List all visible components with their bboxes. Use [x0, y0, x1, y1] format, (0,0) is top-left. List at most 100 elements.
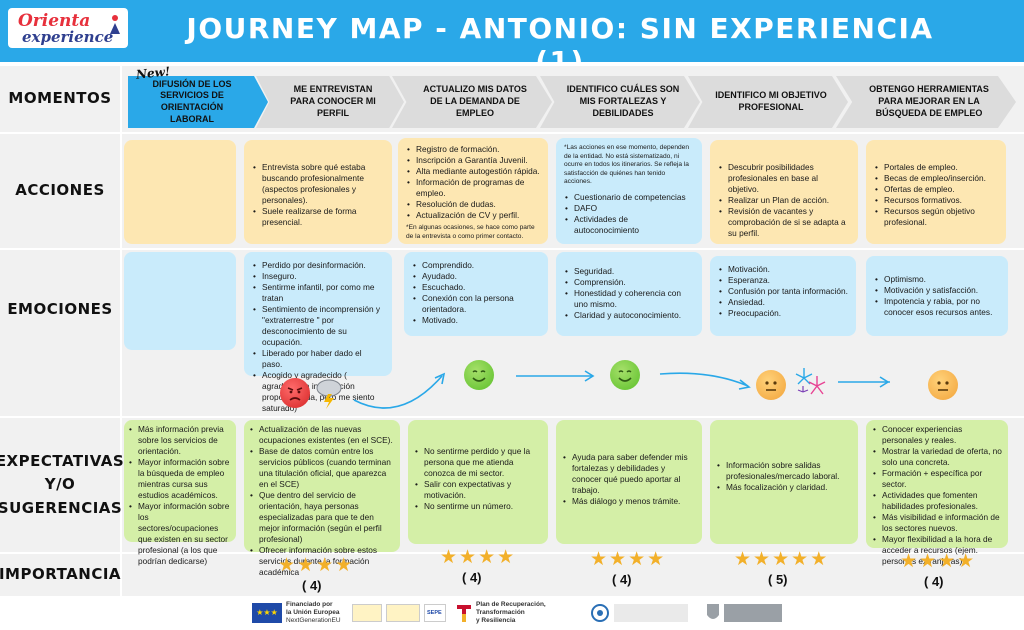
logo-text-top: Orienta	[18, 11, 91, 31]
importancia-score-6: ( 4)	[924, 574, 944, 589]
arrow-head-icon	[738, 379, 751, 390]
acciones-list-4: Cuestionario de competencias DAFO Activi…	[564, 192, 694, 236]
star-icon: ★	[590, 549, 610, 570]
fireworks-icon	[795, 368, 826, 395]
list-item: Cuestionario de competencias	[564, 192, 694, 203]
prtr-text-3: y Resiliencia	[476, 616, 516, 624]
expectativas-list-2: Actualización de las nuevas ocupaciones …	[249, 424, 394, 578]
list-item: Impotencia y rabia, por no conocer esos …	[874, 296, 1000, 318]
list-item: Revisión de vacantes y comprobación de s…	[718, 206, 850, 239]
list-item: Inseguro.	[252, 271, 384, 282]
star-icon: ★	[478, 547, 498, 568]
eu-flag-icon: ★★★	[252, 603, 282, 623]
list-item: Motivado.	[412, 315, 540, 326]
list-item: Seguridad.	[564, 266, 694, 277]
list-item: Mayor información sobre la búsqueda de e…	[128, 457, 231, 501]
list-item: Esperanza.	[718, 275, 848, 286]
star-icon: ★	[791, 549, 811, 570]
expectativas-card-6: Conocer experiencias personales y reales…	[866, 420, 1008, 566]
list-item: Recursos formativos.	[874, 195, 998, 206]
star-icon: ★	[335, 555, 355, 576]
acciones-card-5: Descubrir posibilidades profesionales en…	[710, 140, 858, 244]
acciones-card-6: Portales de empleo. Becas de empleo/inse…	[866, 140, 1006, 244]
expectativas-card-5: Información sobre salidas profesionales/…	[710, 420, 858, 544]
row-label-importancia: IMPORTANCIA	[0, 565, 122, 584]
list-item: Mayor flexibilidad a la hora de acceder …	[872, 534, 1002, 567]
momento-6-label: OBTENGO HERRAMIENTAS PARA MEJORAR EN LA …	[869, 84, 989, 118]
star-icon: ★	[647, 549, 667, 570]
happy-face-icon	[464, 360, 494, 390]
emociones-card-2: Perdido por desinformación. Inseguro. Se…	[244, 252, 392, 413]
list-item: Escuchado.	[412, 282, 540, 293]
star-icon: ★	[628, 549, 648, 570]
row-label-expectativas-line3: SUGERENCIAS	[0, 498, 123, 517]
emociones-list-6: Optimismo. Motivación y satisfacción. Im…	[874, 274, 1000, 318]
list-item: Comprendido.	[412, 260, 540, 271]
momento-3-label: ACTUALIZO MIS DATOS DE LA DEMANDA DE EMP…	[423, 84, 527, 118]
ministry-logo-icon	[386, 604, 420, 622]
list-item: Becas de empleo/inserción.	[874, 173, 998, 184]
expectativas-card-3: No sentirme perdido y que la persona que…	[408, 420, 548, 544]
list-item: Ofertas de empleo.	[874, 184, 998, 195]
storm-cloud-icon	[316, 379, 342, 409]
page-title: JOURNEY MAP - ANTONIO: SIN EXPERIENCIA (…	[186, 12, 934, 78]
star-icon: ★	[753, 549, 773, 570]
importancia-score-4: ( 4)	[612, 572, 632, 587]
list-item: Motivación y satisfacción.	[874, 285, 1000, 296]
star-icon: ★	[734, 549, 754, 570]
momento-1-chevron: DIFUSIÓN DE LOS SERVICIOS DE ORIENTACIÓN…	[128, 76, 268, 128]
sce-logo-icon	[591, 604, 609, 622]
emociones-list-3: Comprendido. Ayudado. Escuchado. Conexió…	[412, 260, 540, 326]
star-icon: ★	[919, 551, 939, 572]
list-item: Descubrir posibilidades profesionales en…	[718, 162, 850, 195]
emociones-card-6: Optimismo. Motivación y satisfacción. Im…	[866, 256, 1008, 336]
row-label-momentos: MOMENTOS	[8, 89, 112, 108]
list-item: Sentirme infantil, por como me tratan	[252, 282, 384, 304]
star-icon: ★	[900, 551, 920, 572]
emociones-list-4: Seguridad. Comprensión. Honestidad y coh…	[564, 266, 694, 321]
expectativas-card-4: Ayuda para saber defender mis fortalezas…	[556, 420, 702, 544]
sce-text-block	[614, 604, 688, 622]
list-item: Ayuda para saber defender mis fortalezas…	[562, 452, 694, 496]
star-icon: ★	[609, 549, 629, 570]
acciones-card-2: Entrevista sobre qué estaba buscando pro…	[244, 140, 392, 244]
prtr-text-1: Plan de Recuperación,	[476, 601, 546, 609]
importancia-score-3: ( 4)	[462, 570, 482, 585]
list-item: Actualización de CV y perfil.	[406, 210, 540, 221]
footer-government-logos: SEPE	[352, 600, 446, 626]
footer-prtr-logo: Plan de Recuperación, Transformación y R…	[456, 600, 546, 626]
row-label-emociones: EMOCIONES	[7, 300, 113, 319]
logo-text-bottom: experience	[22, 28, 114, 46]
list-item: Información de programas de empleo.	[406, 177, 540, 199]
arrow-head-icon	[434, 372, 446, 385]
star-icon: ★	[938, 551, 958, 572]
footer-canarias-logo	[706, 600, 782, 626]
importancia-stars-5: ★★★★★	[734, 548, 829, 571]
acciones-list-3: Registro de formación. Inscripción a Gar…	[406, 144, 540, 221]
list-item: Más visibilidad e información de los sec…	[872, 512, 1002, 534]
header-bar: Orienta experience JOURNEY MAP - ANTONIO…	[0, 0, 1024, 78]
emotion-arrow-1	[353, 375, 443, 409]
prtr-text-2: Transformación	[476, 609, 525, 617]
arrow-head-icon	[584, 370, 595, 382]
expectativas-list-5: Información sobre salidas profesionales/…	[716, 460, 850, 493]
emotion-curve	[353, 370, 890, 409]
emociones-card-5: Motivación. Esperanza. Confusión por tan…	[710, 256, 856, 336]
list-item: Actividades de autoconocimiento	[564, 214, 694, 236]
list-item: Información sobre salidas profesionales/…	[716, 460, 850, 482]
list-item: DAFO	[564, 203, 694, 214]
person-icon	[110, 15, 120, 34]
row-label-acciones: ACCIONES	[15, 181, 105, 200]
star-icon: ★	[297, 555, 317, 576]
neutral-face-icon	[756, 370, 786, 400]
emociones-card-1	[124, 252, 236, 350]
momento-5-chevron: IDENTIFICO MI OBJETIVO PROFESIONAL	[688, 76, 848, 128]
list-item: Portales de empleo.	[874, 162, 998, 173]
government-logo-icon	[352, 604, 382, 622]
list-item: Confusión por tanta información.	[718, 286, 848, 297]
importancia-stars-3: ★★★★	[440, 546, 516, 569]
star-icon: ★	[497, 547, 517, 568]
list-item: Más información previa sobre los servici…	[128, 424, 231, 457]
expectativas-list-1: Más información previa sobre los servici…	[128, 424, 231, 567]
list-item: Más diálogo y menos trámite.	[562, 496, 694, 507]
